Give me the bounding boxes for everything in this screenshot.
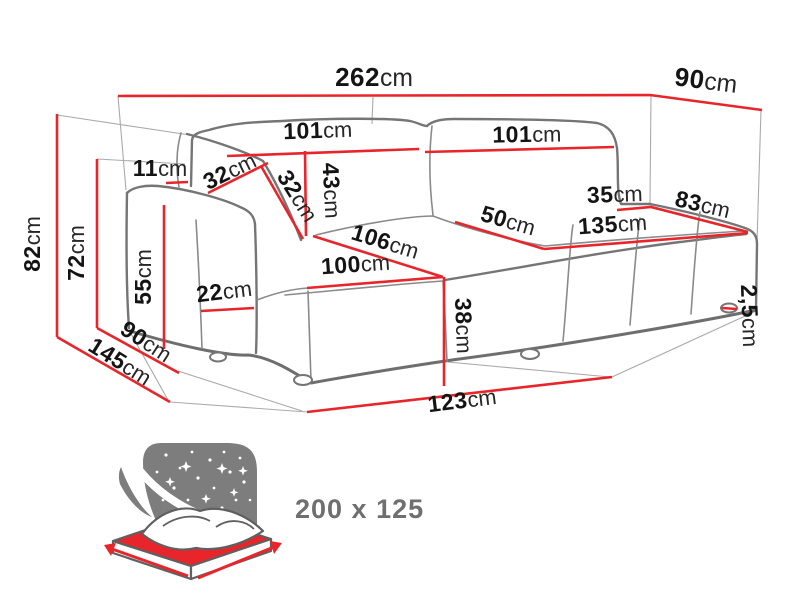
dim-82-label: 82cm (19, 216, 45, 272)
dim-55-label: 55cm (130, 249, 156, 305)
dim-11-label: 11cm (133, 155, 187, 181)
foot-3 (520, 348, 540, 360)
night-sky-panel (143, 443, 257, 531)
dim-35-label: 35cm (586, 180, 643, 208)
chaise-cushion-edge (256, 280, 444, 301)
dim-pillow-right-line (424, 145, 615, 154)
foot-2 (293, 374, 313, 386)
dim-90b-line (96, 326, 180, 375)
dim-135-line (543, 231, 749, 251)
armrest-front-seam (195, 219, 203, 349)
seat-seam-1 (562, 224, 574, 342)
bottom-front-edge (128, 308, 758, 385)
dim-pillow-left-line (226, 147, 420, 158)
seat-front-edge (443, 232, 748, 282)
dim-pillow-right-label: 101cm (492, 120, 561, 147)
bed-length-arrow (197, 545, 275, 580)
dim-100-line (306, 275, 444, 290)
foot-1 (209, 351, 227, 363)
dim-pillow-left-label: 101cm (283, 116, 353, 144)
dim-106-line (312, 234, 444, 279)
dim-total-width-line (117, 93, 763, 112)
dimension-lines (55, 93, 763, 414)
dim-43-line (303, 150, 308, 237)
sofa-feet (209, 302, 738, 386)
projection-lines (56, 94, 762, 413)
right-armrest-edge (648, 202, 759, 312)
dim-123-line (306, 375, 613, 414)
dim-32b-line (259, 165, 305, 240)
dimension-labels: 262cm 90cm 101cm 101cm 11cm 32cm 32cm 43… (19, 61, 764, 417)
dim-32a-line (207, 161, 269, 195)
sofa-outline (125, 117, 759, 385)
dim-total-width-label: 262cm (335, 62, 413, 92)
dim-38-label: 38cm (450, 297, 478, 354)
pillow-right-left-edge (429, 125, 434, 216)
sky-left-sliver (118, 467, 152, 517)
armrest-right-edge (253, 222, 258, 355)
dim-22-label: 22cm (195, 275, 253, 308)
dim-50-label: 50cm (478, 200, 539, 240)
dim-83-label: 83cm (673, 185, 733, 223)
dim-leg-label: 2,5cm (736, 284, 764, 347)
bed-width-arrow (111, 547, 189, 578)
dim-22-line (200, 306, 255, 313)
dim-43-label: 43cm (318, 162, 347, 219)
bed-blanket (140, 507, 265, 551)
dim-123-label: 123cm (426, 383, 498, 417)
dim-depth-top-label: 90cm (673, 61, 739, 98)
backrest-silhouette (189, 117, 652, 206)
seat-seam-2 (629, 217, 641, 326)
dim-11-line (165, 180, 189, 185)
dim-32a-label: 32cm (199, 147, 260, 195)
dim-135-label: 135cm (577, 209, 648, 240)
armrest-top-edge (125, 184, 257, 226)
dim-145-line (56, 335, 171, 404)
sleeping-function-icon: 200 x 125 (104, 443, 424, 581)
dim-100-label: 100cm (320, 249, 391, 280)
dim-50-line (454, 220, 545, 251)
dim-72-label: 72cm (63, 225, 89, 281)
dim-leg-tick (721, 306, 738, 311)
armrest-left-edge (125, 191, 131, 330)
sleeping-size-label: 200 x 125 (295, 494, 424, 524)
blanket-folds (162, 515, 255, 530)
seat-seam-3 (690, 211, 701, 315)
dim-32b-label: 32cm (272, 165, 324, 226)
dim-35-83-line (616, 205, 749, 234)
chaise-front-corner (307, 290, 312, 382)
